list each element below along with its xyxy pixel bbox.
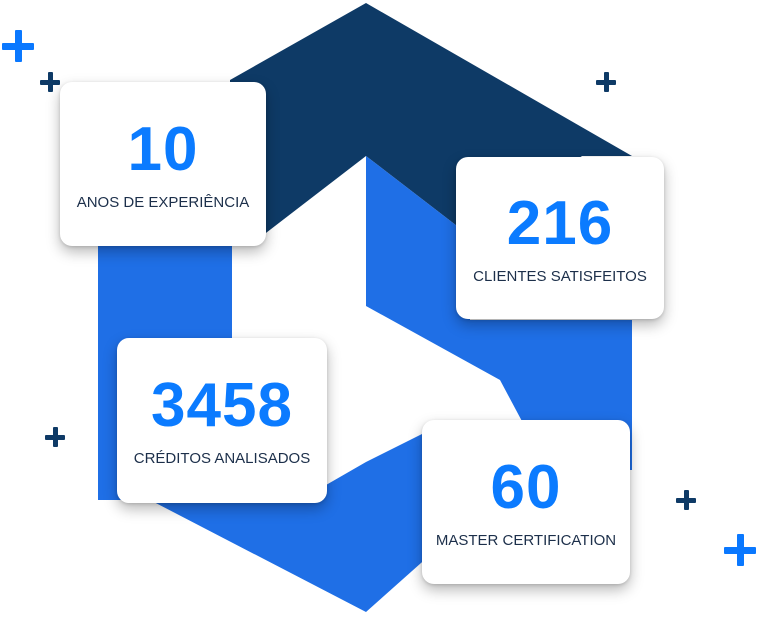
plus-icon [45,427,65,447]
stat-label: MASTER CERTIFICATION [435,531,617,549]
plus-icon [596,72,616,92]
plus-icon [2,30,34,62]
stat-value: 216 [506,188,614,258]
stat-label: ANOS DE EXPERIÊNCIA [76,193,250,211]
bottom-blue-face [150,430,430,612]
stat-value: 10 [127,114,199,184]
stat-label: CLIENTES SATISFEITOS [473,267,647,285]
stat-card-clients: 216 CLIENTES SATISFEITOS [456,157,664,319]
stat-value: 3458 [151,371,293,440]
stat-label: CRÉDITOS ANALISADOS [133,450,311,467]
stat-card-certification: 60 MASTER CERTIFICATION [422,420,630,584]
plus-icon [676,490,696,510]
stat-card-credits: 3458 CRÉDITOS ANALISADOS [117,338,327,503]
plus-icon [724,534,756,566]
stat-value: 60 [490,452,562,522]
plus-icon [40,72,60,92]
stat-card-years: 10 ANOS DE EXPERIÊNCIA [60,82,266,246]
right-blue-face [366,156,632,470]
